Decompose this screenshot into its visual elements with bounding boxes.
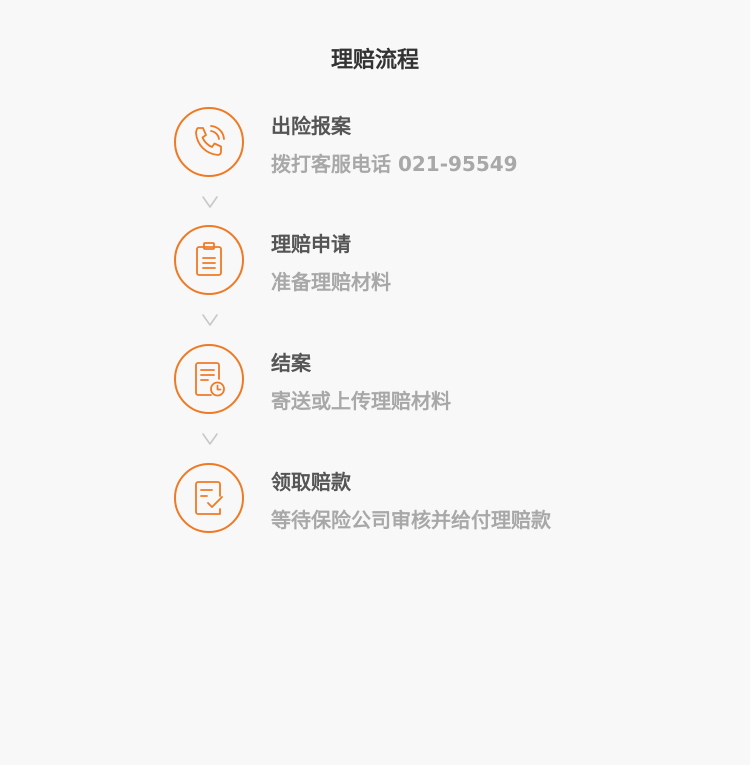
- step-title: 理赔申请: [271, 232, 351, 256]
- phone-icon: [174, 107, 244, 177]
- document-check-icon: [174, 463, 244, 533]
- step-description: 拨打客服电话 021-95549: [271, 152, 518, 176]
- chevron-down-icon: [202, 314, 218, 326]
- step-title: 领取赔款: [271, 470, 351, 494]
- step-title: 结案: [271, 351, 311, 375]
- step-closing: 结案 寄送或上传理赔材料: [174, 344, 694, 420]
- step-description: 寄送或上传理赔材料: [271, 389, 451, 413]
- chevron-down-icon: [202, 196, 218, 208]
- step-description: 等待保险公司审核并给付理赔款: [271, 508, 551, 532]
- document-clock-icon: [174, 344, 244, 414]
- step-application: 理赔申请 准备理赔材料: [174, 225, 694, 301]
- step-title: 出险报案: [271, 114, 351, 138]
- step-report: 出险报案 拨打客服电话 021-95549: [174, 107, 694, 183]
- step-payout: 领取赔款 等待保险公司审核并给付理赔款: [174, 463, 694, 539]
- clipboard-icon: [174, 225, 244, 295]
- page-title: 理赔流程: [330, 48, 419, 73]
- step-description: 准备理赔材料: [271, 270, 391, 294]
- chevron-down-icon: [202, 433, 218, 445]
